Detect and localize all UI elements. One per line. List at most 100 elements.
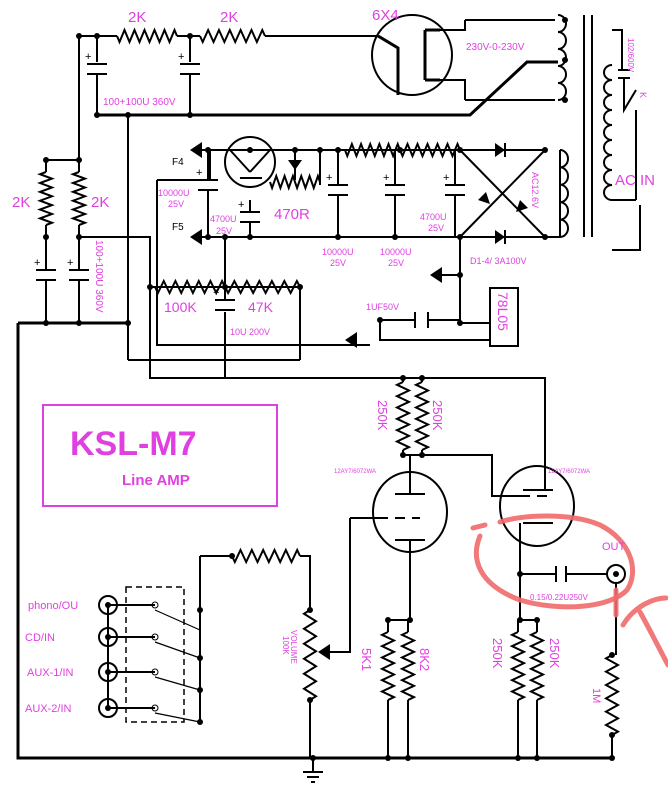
input-jack-0[interactable] xyxy=(98,595,118,615)
label-c-out: 0.15/0.22U250V xyxy=(530,593,588,602)
label-hv-caps: 100+100U 360V xyxy=(103,97,176,108)
f5-arrow xyxy=(190,229,202,245)
label-r-plate-1: 250K xyxy=(375,400,390,431)
label-mains-cap: 102/600V xyxy=(626,38,635,73)
capacitor xyxy=(69,269,89,281)
input-jack-3[interactable] xyxy=(98,698,118,718)
label-c1uf: 1UF50V xyxy=(366,302,399,312)
resistor xyxy=(116,27,178,45)
capacitor xyxy=(87,63,107,75)
red-annotation-circle xyxy=(470,513,668,668)
junction-dot xyxy=(317,147,323,153)
output-jack[interactable] xyxy=(606,564,626,584)
label-f4: F4 xyxy=(172,157,184,168)
capacitor xyxy=(445,184,465,196)
junction-dot xyxy=(377,317,383,323)
label-470r: 470R xyxy=(274,206,310,223)
label-r-plate-2: 250K xyxy=(430,400,445,431)
junction-dot xyxy=(197,687,203,693)
switch-contact xyxy=(151,633,159,641)
junction-dot xyxy=(187,33,193,39)
tube-2 xyxy=(499,465,575,547)
label-input-phono: phono/OU xyxy=(28,600,78,612)
junction-dot xyxy=(457,272,463,278)
junction-dot xyxy=(397,147,403,153)
polarity-plus: + xyxy=(85,51,91,63)
polarity-plus: + xyxy=(443,172,449,184)
label-diodes: D1-4/ 3A100V xyxy=(470,256,527,266)
junction-dot xyxy=(247,234,253,240)
resistor xyxy=(528,631,546,701)
polarity-plus: + xyxy=(383,172,389,184)
junction-dot xyxy=(517,571,523,577)
power-transformer xyxy=(557,14,641,251)
rectifier-tube-6x4 xyxy=(371,14,453,96)
switch-contact xyxy=(151,601,159,609)
label-input-cd: CD/IN xyxy=(25,632,55,644)
junction-dot xyxy=(187,112,193,118)
junction-dot xyxy=(457,234,463,240)
input-jack-1[interactable] xyxy=(98,627,118,647)
label-c10000-c-v: 25V xyxy=(388,258,404,268)
junction-dot xyxy=(297,284,303,290)
junction-dot xyxy=(307,697,313,703)
junction-dot xyxy=(197,655,203,661)
polarity-plus: + xyxy=(238,199,244,211)
label-switch: K xyxy=(638,92,648,98)
junction-dot xyxy=(247,147,253,153)
label-250k-b: 250K xyxy=(547,638,562,669)
label-hv-secondary: 230V-0-230V xyxy=(466,42,525,53)
junction-dot xyxy=(229,553,235,559)
input-jack-2[interactable] xyxy=(98,662,118,682)
regulator-78l05 xyxy=(489,287,519,347)
input-jack-center xyxy=(105,602,111,608)
label-c10000-c: 10000U xyxy=(380,247,412,257)
resistor xyxy=(603,654,621,736)
junction-dot xyxy=(609,755,615,761)
capacitor xyxy=(240,211,260,223)
junction-dot xyxy=(125,112,131,118)
f4-arrow xyxy=(190,142,202,158)
capacitor xyxy=(385,184,405,196)
junction-dot xyxy=(385,617,391,623)
capacitor xyxy=(36,269,56,281)
resistor xyxy=(379,631,397,701)
label-100k: 100K xyxy=(164,299,197,315)
label-c4700-b-v: 25V xyxy=(428,223,444,233)
label-8k2: 8K2 xyxy=(417,648,432,671)
label-volume: VOLUME xyxy=(289,630,298,664)
selector-switch xyxy=(125,586,185,723)
label-1m: 1M xyxy=(590,688,602,703)
resistor xyxy=(302,609,318,701)
junction-dot xyxy=(222,284,228,290)
label-tube-1: 12AY7/6072WA xyxy=(334,469,376,475)
junction-dot xyxy=(205,234,211,240)
junction-dot xyxy=(43,157,49,163)
title-box xyxy=(42,404,278,507)
junction-dot xyxy=(542,234,548,240)
bridge-diodes xyxy=(478,143,528,244)
junction-dot xyxy=(94,112,100,118)
junction-dot xyxy=(457,147,463,153)
junction-dot xyxy=(292,147,298,153)
label-ac-in: AC IN xyxy=(615,172,655,189)
junction-dot xyxy=(307,607,313,613)
label-c10000-b: 10000U xyxy=(322,247,354,257)
input-jack-center xyxy=(105,634,111,640)
junction-dot xyxy=(515,755,521,761)
junction-dot xyxy=(43,320,49,326)
label-c10000-a: 10000U xyxy=(158,188,190,198)
junction-dot xyxy=(407,617,413,623)
junction-dot xyxy=(534,755,540,761)
junction-dot xyxy=(94,33,100,39)
resistor xyxy=(509,631,527,701)
resistor xyxy=(37,171,55,226)
capacitor xyxy=(215,299,235,311)
resistor xyxy=(399,141,461,159)
arrows xyxy=(190,142,442,660)
polarity-plus: + xyxy=(67,257,73,269)
polarity-plus: + xyxy=(326,172,332,184)
junction-dot xyxy=(517,617,523,623)
resistor xyxy=(199,27,266,45)
